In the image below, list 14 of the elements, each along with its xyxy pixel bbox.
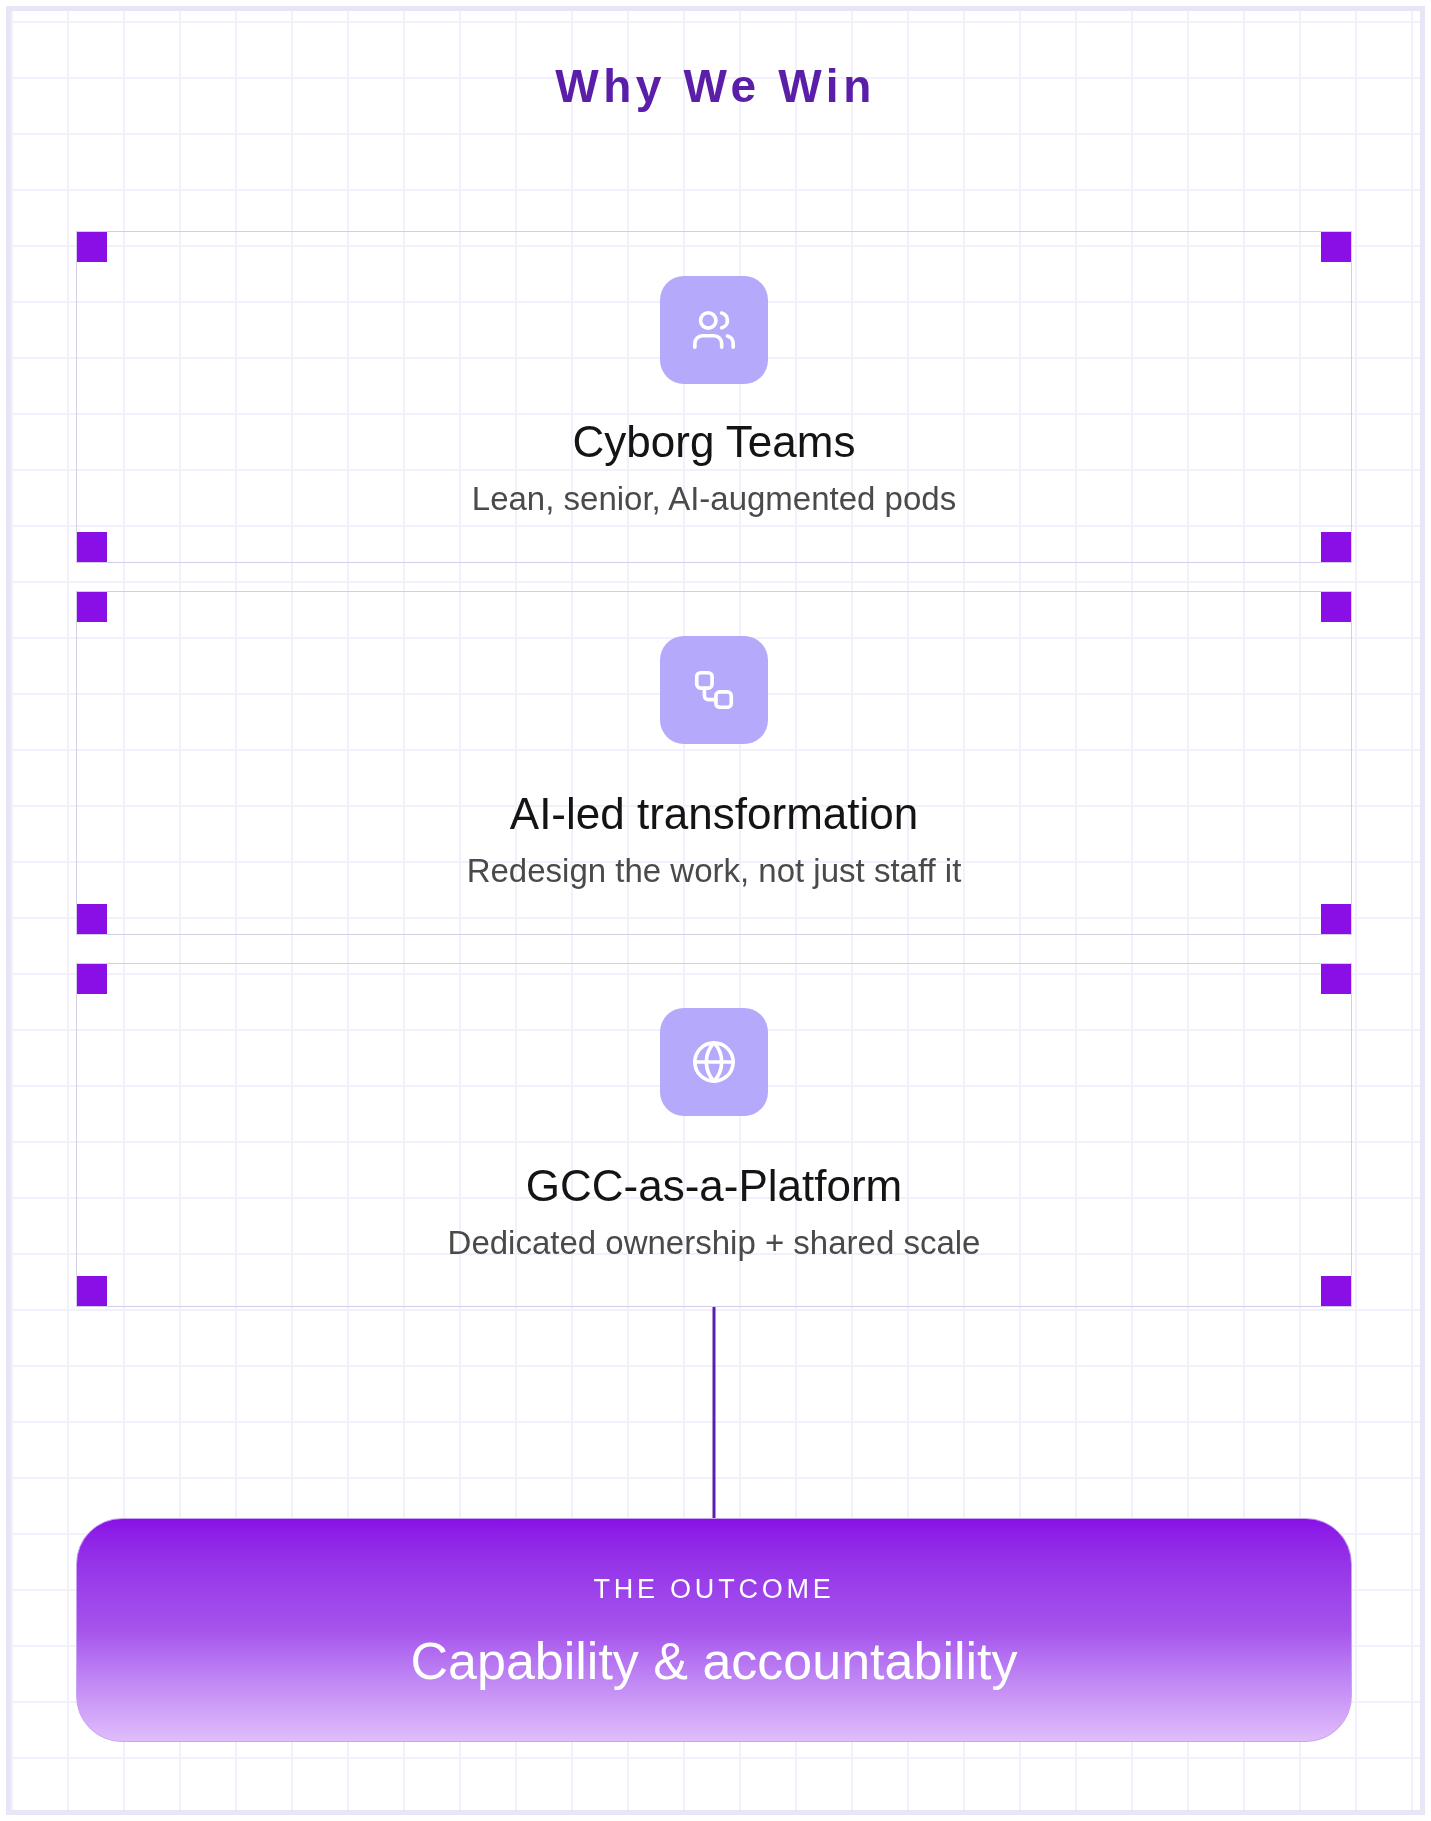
diagram-title: Why We Win — [555, 59, 876, 114]
outcome-banner — [76, 1518, 1352, 1742]
connector-line — [712, 1307, 716, 1518]
card-subtitle: Redesign the work, not just staff it — [466, 851, 962, 891]
card-title: AI-led transformation — [509, 788, 919, 840]
outcome-statement: Capability & accountability — [410, 1631, 1018, 1692]
card-title: GCC-as-a-Platform — [525, 1160, 903, 1212]
feature-card — [76, 231, 1352, 563]
feature-card — [76, 591, 1352, 935]
card-subtitle: Lean, senior, AI-augmented pods — [471, 479, 957, 519]
outcome-eyebrow: THE OUTCOME — [593, 1573, 835, 1605]
card-subtitle: Dedicated ownership + shared scale — [447, 1223, 981, 1263]
feature-card — [76, 963, 1352, 1307]
card-title: Cyborg Teams — [572, 416, 856, 468]
